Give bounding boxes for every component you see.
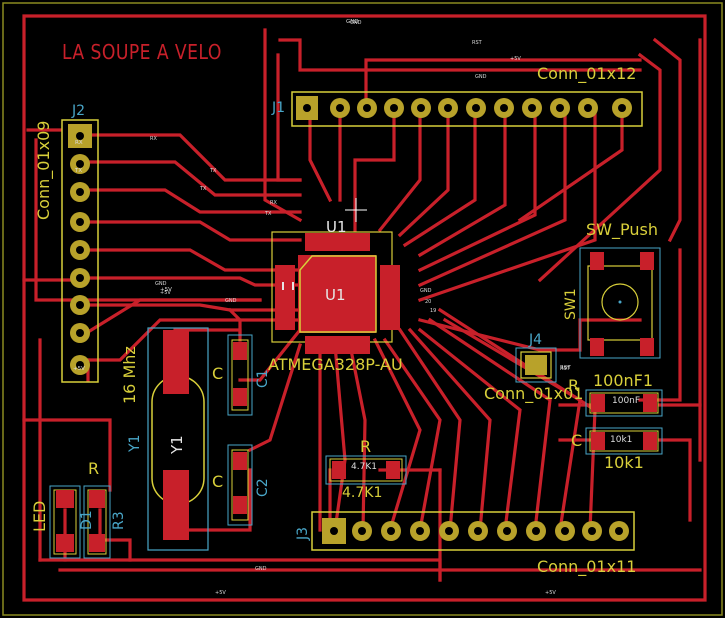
svg-text:+5V: +5V bbox=[215, 590, 226, 596]
c2-value: C bbox=[212, 472, 224, 491]
crosshair-cursor bbox=[345, 198, 367, 222]
j1-header[interactable] bbox=[291, 91, 643, 127]
j4-connector[interactable] bbox=[515, 347, 557, 383]
c1-value: C bbox=[212, 364, 224, 383]
r100nf-value: R bbox=[568, 376, 580, 395]
j4-value: Conn_01x01 bbox=[484, 384, 584, 403]
svg-text:GND: GND bbox=[475, 74, 487, 80]
j2-ref: J2 bbox=[72, 103, 86, 119]
j2-pin-5v: +5V bbox=[73, 366, 85, 372]
j1-pins bbox=[330, 98, 632, 118]
j2-pins bbox=[70, 154, 90, 375]
c1-ref: C1 bbox=[255, 369, 271, 388]
j3-value: Conn_01x11 bbox=[537, 557, 637, 576]
r100nf-ref: 100nF1 bbox=[593, 371, 654, 390]
trace-net-names: GND RST +5V GND RX TX TX RX TX GND +5V GND GND 20… bbox=[150, 20, 571, 596]
r-100nf[interactable] bbox=[585, 389, 663, 417]
svg-text:TX: TX bbox=[264, 211, 272, 217]
j2-pin-rx: RX bbox=[75, 140, 83, 146]
u1-chip[interactable] bbox=[271, 231, 400, 354]
u1-ref-top: U1 bbox=[326, 218, 347, 236]
r100nf-silk: 100nF bbox=[612, 396, 641, 406]
c2-capacitor[interactable] bbox=[227, 444, 253, 526]
svg-text:RX: RX bbox=[150, 136, 157, 142]
y1-value: 16 Mhz bbox=[120, 346, 139, 404]
y1-ref: Y1 bbox=[127, 434, 143, 452]
r-10k[interactable] bbox=[585, 427, 663, 455]
j4-ref: J4 bbox=[529, 332, 543, 348]
r3-value: R bbox=[88, 459, 100, 478]
svg-text:RX: RX bbox=[270, 200, 277, 206]
c1-capacitor[interactable] bbox=[227, 334, 253, 416]
svg-text:+5V: +5V bbox=[545, 590, 556, 596]
d1-value: LED bbox=[30, 500, 49, 532]
svg-text:RST: RST bbox=[560, 366, 571, 372]
j3-ref: J3 bbox=[295, 526, 311, 540]
u1-ref-silk: U1 bbox=[325, 286, 346, 304]
r10k-silk: 10k1 bbox=[610, 435, 633, 445]
u1-value: ATMEGA328P-AU bbox=[268, 355, 403, 374]
sw1-value: SW_Push bbox=[586, 220, 658, 239]
r3-resistor[interactable] bbox=[83, 485, 111, 559]
svg-text:RST: RST bbox=[472, 40, 483, 46]
svg-text:GND: GND bbox=[225, 298, 237, 304]
r4k7-value: 4.7K1 bbox=[342, 485, 383, 501]
j2-pin-tx: TX bbox=[75, 168, 83, 174]
net-rst-label: RST bbox=[560, 365, 571, 371]
j2-value: Conn_01x09 bbox=[34, 120, 53, 220]
svg-text:GND: GND bbox=[420, 288, 432, 294]
r4k7-silk: 4.7K1 bbox=[351, 462, 377, 472]
r3-ref: R3 bbox=[111, 511, 127, 530]
svg-text:GND: GND bbox=[155, 281, 167, 287]
svg-text:20: 20 bbox=[425, 299, 431, 305]
j1-value: Conn_01x12 bbox=[537, 64, 637, 83]
svg-text:TX: TX bbox=[209, 168, 217, 174]
svg-text:GND: GND bbox=[350, 20, 362, 26]
d1-led[interactable] bbox=[49, 485, 81, 559]
net-gnd-label: GND bbox=[346, 19, 359, 25]
j1-ref: J1 bbox=[272, 100, 286, 116]
r10k-ref: 10k1 bbox=[604, 453, 644, 472]
c2-ref: C2 bbox=[255, 478, 271, 497]
board-title: LA SOUPE A VELO bbox=[62, 40, 222, 64]
r-4k7-resistor[interactable] bbox=[325, 455, 407, 485]
svg-text:TX: TX bbox=[199, 186, 207, 192]
sw1-pushbutton[interactable] bbox=[579, 247, 661, 359]
svg-text:GND: GND bbox=[255, 566, 267, 572]
svg-text:+5V: +5V bbox=[510, 56, 521, 62]
d1-ref: D1 bbox=[79, 510, 95, 530]
svg-text:19: 19 bbox=[430, 308, 436, 314]
net-5v-label: +5V bbox=[160, 287, 172, 293]
y1-ref-silk: Y1 bbox=[168, 435, 186, 454]
svg-text:+5V: +5V bbox=[160, 290, 171, 296]
y1-crystal[interactable] bbox=[147, 327, 209, 551]
sw1-ref: SW1 bbox=[563, 288, 579, 320]
r10k-value: C bbox=[571, 431, 583, 450]
r4k7-ref: R bbox=[360, 437, 372, 456]
